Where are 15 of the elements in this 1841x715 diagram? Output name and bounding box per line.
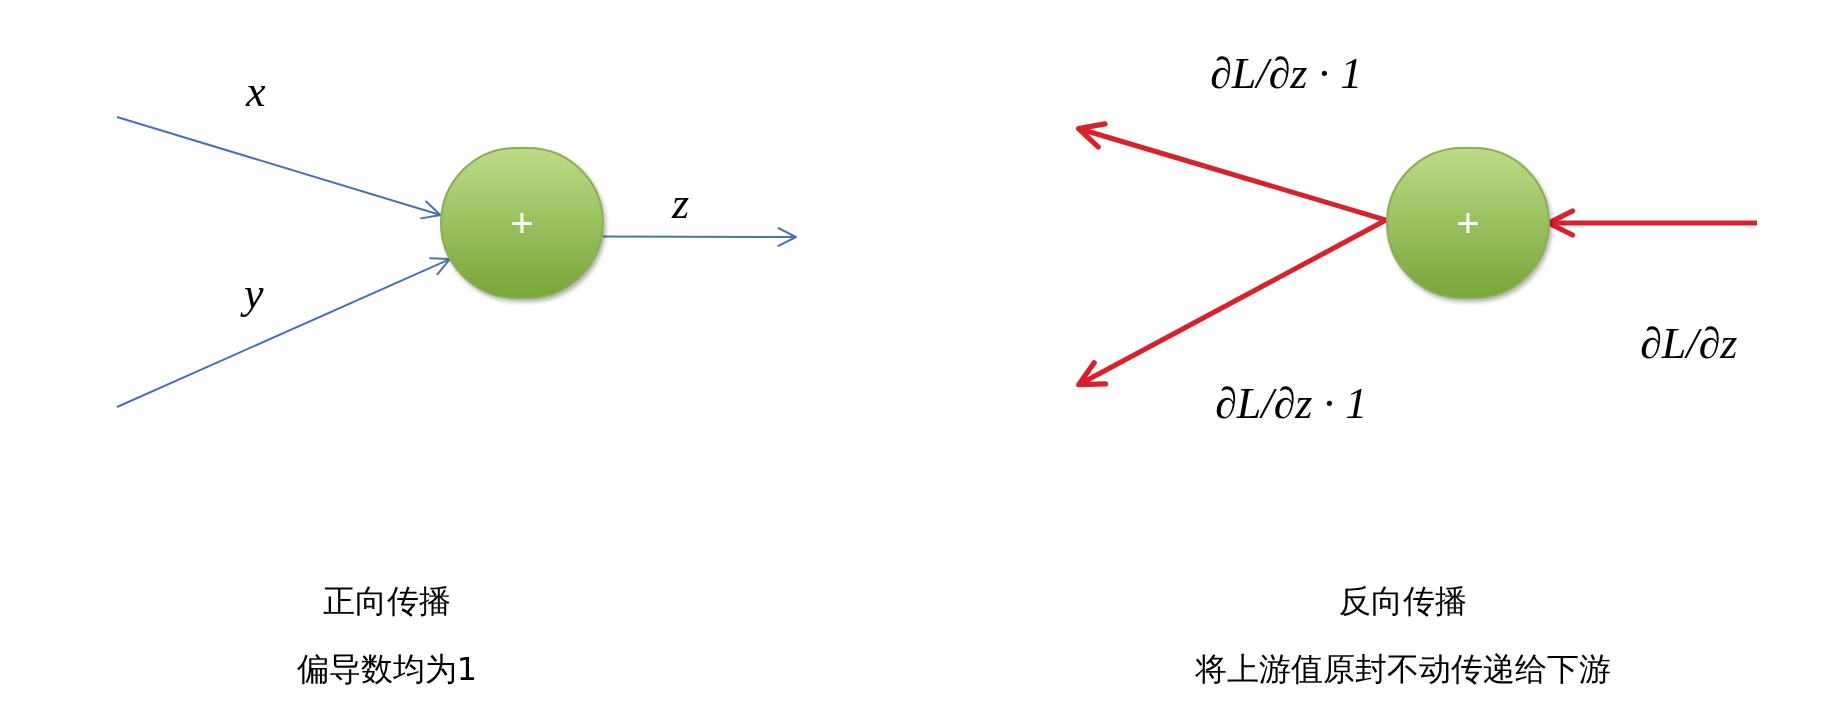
arrow <box>1075 121 1387 223</box>
edge-label: ∂L/∂z <box>1640 322 1738 366</box>
caption-text: 反向传播 <box>1339 585 1467 617</box>
plus-sign: + <box>510 203 534 243</box>
edge-label: z <box>672 182 690 226</box>
edge-label: x <box>246 70 266 114</box>
edge-label: ∂L/∂z · 1 <box>1210 52 1363 96</box>
edge-label: ∂L/∂z · 1 <box>1215 382 1368 426</box>
arrow <box>1076 217 1388 388</box>
arrow <box>116 257 451 408</box>
plus-sign: + <box>1456 203 1480 243</box>
arrow <box>116 116 442 220</box>
caption-text: 将上游值原封不动传递给下游 <box>1195 653 1611 685</box>
caption-text: 正向传播 <box>323 585 451 617</box>
caption-text: 偏导数均为1 <box>296 653 478 685</box>
